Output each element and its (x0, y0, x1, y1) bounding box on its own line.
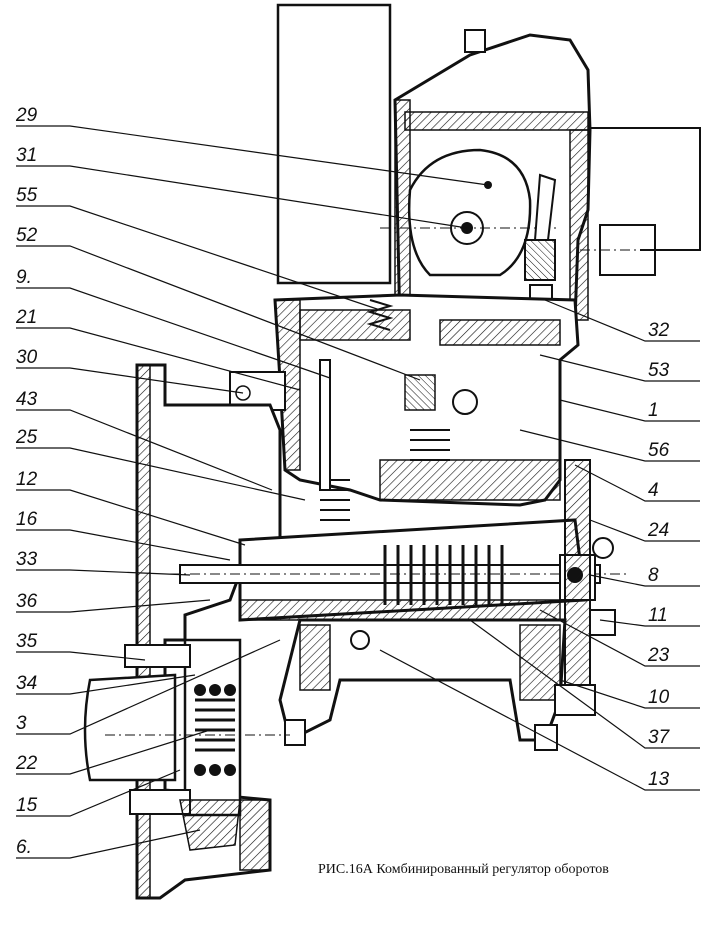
label-16: 16 (16, 509, 38, 530)
label-43: 43 (16, 389, 38, 410)
label-11: 11 (648, 605, 668, 626)
label-56: 56 (648, 440, 670, 461)
label-31: 31 (16, 145, 38, 166)
left-drive-assembly (83, 638, 290, 851)
figure-caption: РИС.16А Комбинированный регулятор оборот… (318, 862, 609, 877)
label-37: 37 (648, 727, 670, 748)
main-shaft (170, 518, 630, 622)
label-36: 36 (16, 591, 38, 612)
leader-lines-right (379, 299, 700, 791)
label-6: 6. (16, 837, 32, 858)
label-52: 52 (16, 225, 38, 246)
label-55: 55 (16, 185, 38, 206)
label-33: 33 (16, 549, 38, 570)
label-10: 10 (648, 687, 670, 708)
label-32: 32 (648, 320, 670, 341)
label-13: 13 (648, 769, 670, 790)
label-30: 30 (16, 347, 38, 368)
label-53: 53 (648, 360, 670, 381)
label-24: 24 (648, 520, 670, 541)
lower-body (278, 618, 596, 751)
middle-housing (229, 293, 580, 521)
label-21: 21 (16, 307, 38, 328)
label-12: 12 (16, 469, 38, 490)
label-35: 35 (16, 631, 38, 652)
upper-housing-block (276, 3, 392, 285)
leader-lines (16, 125, 489, 859)
label-3: 3 (16, 713, 27, 734)
label-9: 9. (16, 267, 32, 288)
label-8: 8 (648, 565, 659, 586)
label-4: 4 (648, 480, 659, 501)
label-29: 29 (16, 105, 38, 126)
label-22: 22 (16, 753, 38, 774)
label-34: 34 (16, 673, 38, 694)
label-23: 23 (648, 645, 670, 666)
label-1: 1 (648, 400, 659, 421)
label-15: 15 (16, 795, 38, 816)
label-25: 25 (16, 427, 38, 448)
right-bracket (564, 459, 616, 712)
